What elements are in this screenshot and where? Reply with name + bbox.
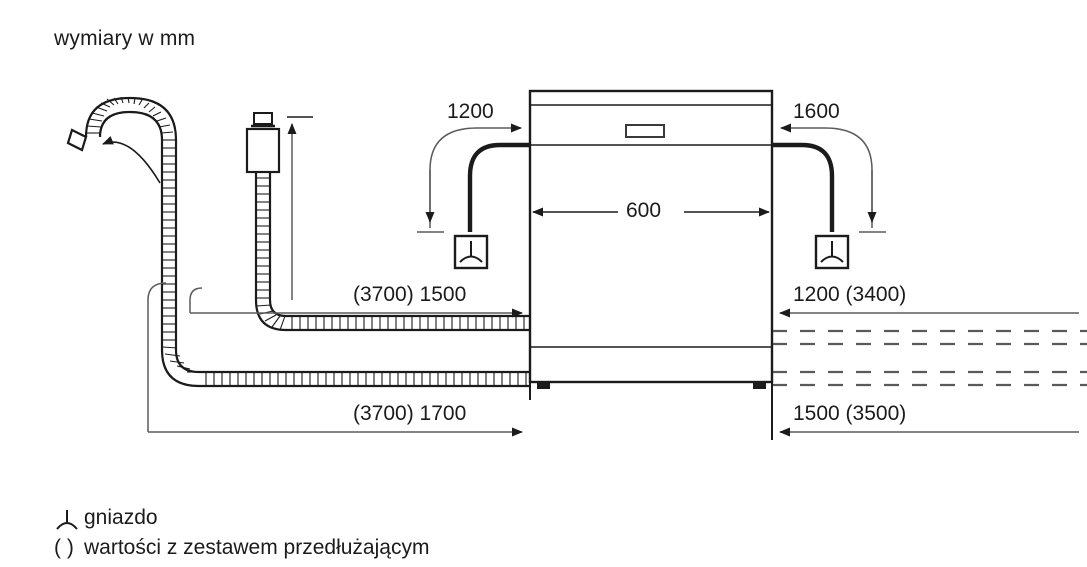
left-power-cord	[467, 142, 530, 232]
page-title: wymiary w mm	[54, 27, 196, 50]
socket-symbol-right	[814, 234, 850, 270]
leader-1600	[780, 123, 886, 233]
socket-icon	[54, 507, 84, 533]
socket-symbol-left	[453, 234, 489, 270]
dimension-left-upper	[189, 287, 531, 400]
parenthesis-symbol: ( )	[54, 536, 74, 559]
dishwasher-body	[528, 89, 774, 389]
dimension-label-1600-right: 1600	[793, 100, 840, 123]
right-hose-runs-dashed	[772, 329, 1087, 387]
dimension-label-right-lower: 1500 (3500)	[793, 402, 907, 425]
dimension-left-lower	[147, 282, 523, 437]
legend-row-parenthesis: ( ) wartości z zestawem przedłużającym	[54, 533, 429, 563]
dimension-label-left-upper: (3700) 1500	[353, 283, 467, 306]
legend-socket-label: gniazdo	[84, 506, 158, 529]
inlet-hose-aquastop	[245, 112, 530, 332]
dimension-label-1200-left: 1200	[447, 100, 494, 123]
legend-row-socket: gniazdo	[54, 503, 429, 533]
dimension-right-upper	[771, 296, 1079, 400]
dimension-right-lower	[771, 400, 1079, 440]
right-power-cord	[772, 142, 835, 232]
dimension-label-left-lower: (3700) 1700	[353, 402, 467, 425]
drain-hose-corrugated	[66, 96, 530, 388]
dimension-label-600-width: 600	[626, 199, 662, 222]
legend: gniazdo ( ) wartości z zestawem przedłuż…	[54, 503, 429, 563]
legend-parenthesis-label: wartości z zestawem przedłużającym	[84, 536, 430, 559]
leader-1200	[417, 123, 522, 233]
dimension-label-right-upper: 1200 (3400)	[793, 283, 907, 306]
